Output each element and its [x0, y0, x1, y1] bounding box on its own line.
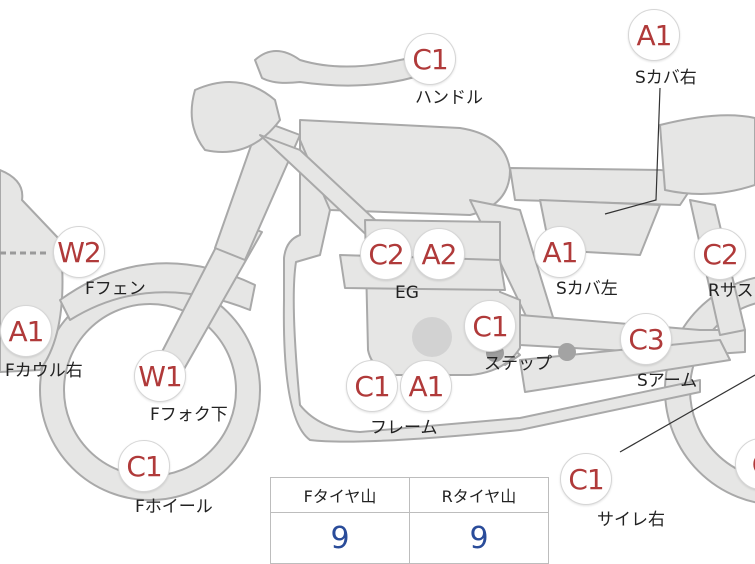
- part-label-s-arm: Sアーム: [637, 371, 698, 391]
- part-label-f-cowl-right: Fカウル右: [5, 361, 83, 381]
- part-label-f-fork-lower: Fフォク下: [150, 405, 228, 425]
- part-label-s-cover-left: Sカバ左: [556, 279, 618, 299]
- part-label-frame: フレーム: [370, 418, 438, 438]
- grade-badge-f-wheel: C1: [118, 440, 170, 492]
- part-label-handle: ハンドル: [415, 88, 483, 108]
- grade-badge-step: C1: [464, 300, 516, 352]
- tire-tread-table: Fタイヤ山 Rタイヤ山 9 9: [270, 477, 549, 564]
- grade-badge-silencer-right: C1: [560, 453, 612, 505]
- leader-line-silencer: [619, 374, 755, 453]
- grade-badge-f-fork-lower: W1: [134, 350, 186, 402]
- tire-table-header-row: Fタイヤ山 Rタイヤ山: [270, 477, 549, 513]
- frame-shape: [282, 139, 701, 443]
- tire-value-front: 9: [270, 512, 410, 564]
- grade-badge-frame-1: C1: [346, 360, 398, 412]
- part-label-r-suspension: Rサス: [708, 281, 754, 301]
- part-label-f-wheel: Fホイール: [135, 497, 213, 517]
- part-label-step: ステップ: [484, 354, 552, 374]
- grade-badge-f-cowl-right: A1: [0, 305, 52, 357]
- handlebar-shape: [254, 50, 426, 87]
- leader-line-s-cover-right: [604, 87, 661, 215]
- grade-badge-s-cover-left: A1: [534, 226, 586, 278]
- grade-badge-f-fender: W2: [53, 226, 105, 278]
- grade-badge-s-cover-right: A1: [628, 9, 680, 61]
- tire-header-front: Fタイヤ山: [270, 477, 410, 513]
- grade-badge-r-suspension: C2: [694, 228, 746, 280]
- tire-header-rear: Rタイヤ山: [409, 477, 549, 513]
- grade-badge-engine-1: C2: [360, 228, 412, 280]
- part-label-f-fender: Fフェン: [85, 279, 146, 299]
- grade-badge-engine-2: A2: [413, 228, 465, 280]
- tire-table-value-row: 9 9: [270, 512, 549, 564]
- grade-badge-frame-2: A1: [400, 360, 452, 412]
- tire-value-rear: 9: [409, 512, 549, 564]
- grade-badge-handle: C1: [404, 33, 456, 85]
- part-label-s-cover-right: Sカバ右: [635, 68, 697, 88]
- part-label-silencer-right: サイレ右: [597, 510, 665, 530]
- part-label-engine: EG: [395, 283, 419, 303]
- grade-badge-s-arm: C3: [620, 313, 672, 365]
